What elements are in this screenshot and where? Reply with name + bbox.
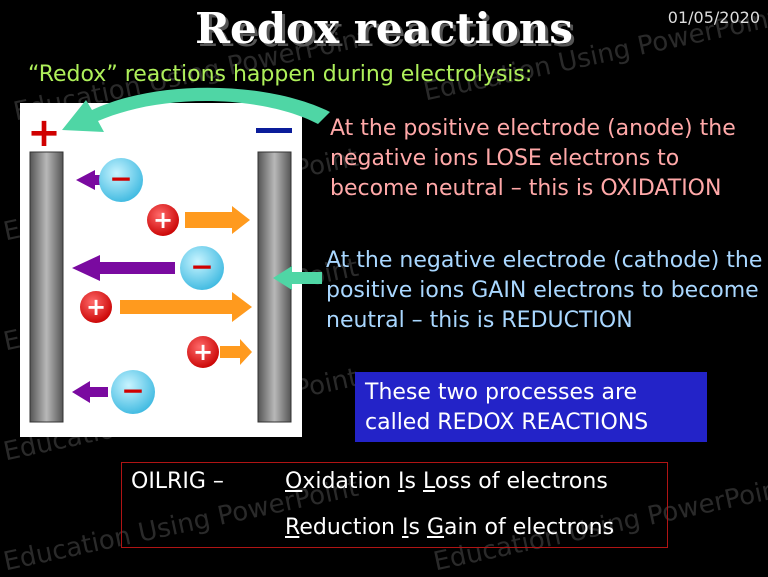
letter-i: I	[398, 469, 405, 494]
positive-sign: +	[27, 110, 61, 156]
word-part: ain of electrons	[444, 515, 615, 540]
ion-sign: −	[121, 374, 144, 407]
arrow-left	[72, 381, 108, 403]
anode-pointer-arrow	[62, 87, 330, 132]
positive-ion	[147, 204, 179, 236]
arrow-right	[220, 339, 252, 365]
cathode-rod	[257, 151, 292, 423]
reduction-line: Reduction Is Gain of electrons	[285, 515, 614, 540]
positive-ion	[187, 336, 219, 368]
arrow-right	[185, 206, 250, 234]
slide-title: Redox reactions	[195, 4, 573, 53]
positive-ion	[80, 291, 112, 323]
negative-ion	[111, 370, 155, 414]
negative-ion	[180, 246, 224, 290]
word-part: oss of electrons	[434, 469, 608, 494]
letter-r: R	[285, 515, 300, 540]
intro-text: “Redox” reactions happen during electrol…	[28, 62, 533, 87]
arrow-left	[72, 255, 175, 281]
letter-g: G	[426, 515, 445, 540]
oilrig-box: OILRIG – Oxidation Is Loss of electrons …	[121, 462, 668, 548]
ion-sign: +	[86, 293, 106, 321]
ion-sign: −	[190, 250, 213, 283]
word-part: s	[408, 515, 427, 540]
cathode-description: At the negative electrode (cathode) the …	[326, 248, 763, 333]
word-part: xidation	[302, 469, 399, 494]
ion-sign: +	[153, 206, 173, 234]
letter-o: O	[285, 469, 303, 494]
slide-date: 01/05/2020	[667, 8, 760, 27]
oilrig-label: OILRIG –	[131, 469, 224, 494]
negative-sign	[256, 128, 292, 133]
word-part: s	[404, 469, 424, 494]
arrow-right	[120, 292, 252, 322]
ion-sign: −	[109, 162, 132, 195]
oxidation-line: Oxidation Is Loss of electrons	[285, 469, 608, 494]
cathode-pointer-arrow	[273, 266, 322, 290]
letter-l: L	[423, 469, 435, 494]
negative-ion	[99, 158, 143, 202]
ion-sign: +	[193, 338, 213, 366]
word-part: eduction	[299, 515, 402, 540]
anode-rod	[29, 151, 64, 423]
letter-i: I	[402, 515, 409, 540]
anode-description: At the positive electrode (anode) the ne…	[330, 116, 736, 201]
redox-callout: These two processes are called REDOX REA…	[355, 372, 707, 442]
